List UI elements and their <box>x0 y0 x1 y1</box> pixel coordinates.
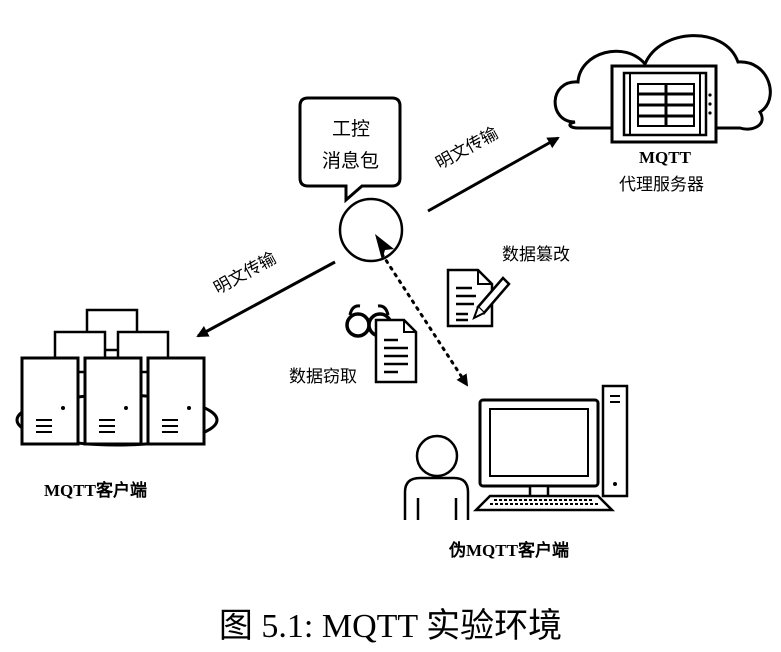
client-servers-icon <box>15 308 219 447</box>
computer-icon <box>472 384 629 512</box>
arrow-to-broker <box>427 136 560 213</box>
broker-name: MQTT <box>639 148 691 167</box>
figure-caption: 图 5.1: MQTT 实验环境 <box>218 608 563 645</box>
arrow-to-fake-client <box>380 252 469 387</box>
cursor-node <box>338 197 404 263</box>
bubble-line1: 工控 <box>332 118 371 140</box>
bubble-line2: 消息包 <box>322 150 380 172</box>
arrow-to-client <box>196 260 336 338</box>
broker-server-icon <box>610 64 718 144</box>
tamper-label: 数据篡改 <box>502 245 570 265</box>
steal-label: 数据窃取 <box>289 367 357 387</box>
person-icon <box>403 434 470 520</box>
steal-document-icon <box>374 318 418 384</box>
message-bubble <box>298 96 402 204</box>
broker-role: 代理服务器 <box>619 175 704 195</box>
fake-client-label: 伪MQTT客户端 <box>449 541 569 560</box>
client-label: MQTT客户端 <box>44 481 147 500</box>
pen-icon <box>472 276 511 321</box>
